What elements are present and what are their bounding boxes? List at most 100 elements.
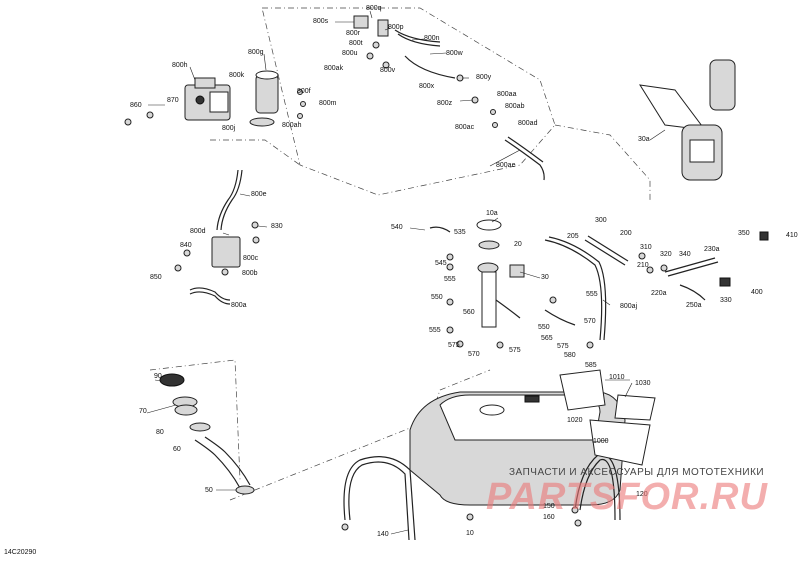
callout-575-right: 575	[557, 343, 569, 350]
callout-800h: 800h	[172, 62, 188, 69]
callout-410: 410	[786, 232, 798, 239]
callout-160: 160	[543, 514, 555, 521]
callout-800c: 800c	[243, 255, 259, 262]
callout-555-right: 555	[586, 291, 598, 298]
callout-550-left: 550	[431, 294, 443, 301]
callout-800ae: 800ae	[496, 162, 516, 169]
callout-800f: 800f	[297, 88, 311, 95]
callout-350: 350	[738, 230, 750, 237]
callout-320: 320	[660, 251, 672, 258]
fuel-hoses-left	[174, 169, 260, 305]
callout-340: 340	[679, 251, 691, 258]
callout-1000: 1000	[593, 438, 609, 445]
callout-800aj: 800aj	[620, 303, 638, 310]
callout-800aa: 800aa	[497, 91, 517, 98]
callout-800w: 800w	[446, 50, 463, 57]
callout-800d: 800d	[190, 228, 206, 235]
callout-140: 140	[377, 531, 389, 538]
callout-800y: 800y	[476, 74, 492, 81]
callout-800k: 800k	[229, 72, 245, 79]
watermark-tagline: ЗАПЧАСТИ И АКСЕССУАРЫ ДЛЯ МОТОТЕХНИКИ	[509, 467, 765, 478]
callout-800ac: 800ac	[455, 124, 475, 131]
callout-800q: 800q	[366, 5, 382, 12]
callout-800g: 800g	[248, 49, 264, 56]
callout-30a: 30a	[638, 136, 650, 143]
callout-800j: 800j	[222, 125, 236, 132]
callout-800r: 800r	[346, 30, 361, 37]
fuel-hoses-right	[544, 231, 769, 349]
callout-800x: 800x	[419, 83, 435, 90]
callout-800b: 800b	[242, 270, 258, 277]
callout-220a: 220a	[651, 290, 667, 297]
callout-10a: 10a	[486, 210, 498, 217]
callout-1020: 1020	[567, 417, 583, 424]
assembly-boundary-line	[261, 7, 556, 196]
fuel-pump-assembly-right	[639, 59, 736, 181]
callout-540: 540	[391, 224, 403, 231]
callout-800s: 800s	[313, 18, 329, 25]
assembly-boundary-line-2	[210, 139, 301, 166]
tank-bolts	[341, 506, 582, 531]
callout-800ak: 800ak	[324, 65, 344, 72]
fuel-tank	[409, 391, 626, 506]
callout-205: 205	[567, 233, 579, 240]
callout-10: 10	[466, 530, 474, 537]
callout-800ad: 800ad	[518, 120, 538, 127]
callout-870: 870	[167, 97, 179, 104]
fuel-pump-module	[184, 77, 231, 121]
callout-1030: 1030	[635, 380, 651, 387]
callout-800e: 800e	[251, 191, 267, 198]
callout-800t: 800t	[349, 40, 363, 47]
callout-545: 545	[435, 260, 447, 267]
callout-585: 585	[585, 362, 597, 369]
callout-90: 90	[154, 373, 162, 380]
callout-800a: 800a	[231, 302, 247, 309]
callout-120: 120	[636, 491, 648, 498]
callout-800v: 800v	[380, 67, 396, 74]
callout-330: 330	[720, 297, 732, 304]
callout-800z: 800z	[437, 100, 453, 107]
upper-small-parts	[124, 15, 545, 181]
callout-50: 50	[205, 487, 213, 494]
figure-code: 14C20290	[4, 549, 37, 556]
fuel-sender-unit	[429, 219, 525, 349]
callout-310: 310	[640, 244, 652, 251]
callout-555-left: 555	[429, 327, 441, 334]
callout-800m: 800m	[319, 100, 337, 107]
callout-565: 565	[541, 335, 553, 342]
callout-1010: 1010	[609, 374, 625, 381]
filler-neck	[159, 373, 255, 495]
callout-850: 850	[150, 274, 162, 281]
callout-570-center: 570	[468, 351, 480, 358]
callout-20: 20	[514, 241, 522, 248]
callout-535: 535	[454, 229, 466, 236]
callout-250a: 250a	[686, 302, 702, 309]
callout-60: 60	[173, 446, 181, 453]
assembly-boundary-line-3	[554, 124, 651, 200]
callout-400: 400	[751, 289, 763, 296]
callout-575-left: 575	[448, 342, 460, 349]
callout-210: 210	[637, 262, 649, 269]
callout-80: 80	[156, 429, 164, 436]
callout-580: 580	[564, 352, 576, 359]
callout-560: 560	[463, 309, 475, 316]
callout-800p: 800p	[388, 24, 404, 31]
callout-70: 70	[139, 408, 147, 415]
callout-leaders	[146, 10, 666, 535]
watermark-brand: PARTSFOR.RU	[486, 476, 768, 518]
filler-boundary-line-2	[149, 359, 241, 481]
fuel-filter-canister	[249, 70, 279, 127]
callout-150: 150	[543, 503, 555, 510]
callout-200: 200	[620, 230, 632, 237]
callout-570-right: 570	[584, 318, 596, 325]
callout-860: 860	[130, 102, 142, 109]
callout-30: 30	[541, 274, 549, 281]
callout-575-center: 575	[509, 347, 521, 354]
callout-840: 840	[180, 242, 192, 249]
callout-800ab: 800ab	[505, 103, 525, 110]
filler-boundary-line	[229, 369, 491, 501]
callout-800n: 800n	[424, 35, 440, 42]
heat-shields	[559, 369, 656, 466]
callout-230a: 230a	[704, 246, 720, 253]
callout-300: 300	[595, 217, 607, 224]
